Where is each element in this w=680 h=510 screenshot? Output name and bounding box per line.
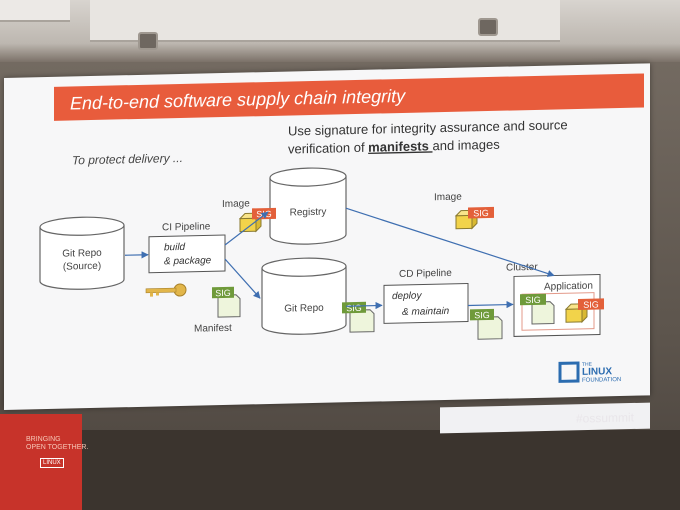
sig-badge-green <box>470 308 494 321</box>
manifest-document-icon <box>531 301 555 325</box>
ci-pipeline-box <box>148 234 226 274</box>
event-banner <box>0 414 82 510</box>
ci-box-line-1: build <box>164 242 186 253</box>
logo-small-text: THE <box>582 362 593 368</box>
manifest-document-icon <box>477 316 503 340</box>
slide-diagram: End-to-end software supply chain integri… <box>39 73 644 384</box>
registry-cylinder: Registry <box>269 167 347 245</box>
sig-badge-orange <box>468 206 494 219</box>
ceiling-panel <box>0 0 70 22</box>
key-icon <box>145 283 187 297</box>
ci-pipeline-label: CI Pipeline <box>162 221 211 233</box>
arrow-ci-to-registry <box>224 211 269 246</box>
subtitle-line-2: verification of manifests and images <box>288 137 500 157</box>
ceiling-light <box>478 18 498 36</box>
git-repo-cylinder: Git Repo <box>261 257 347 335</box>
cd-pipeline-label: CD Pipeline <box>399 268 452 280</box>
arrow-ci-to-gitrepo <box>224 258 261 299</box>
sig-text: SIG <box>474 310 490 320</box>
manifest-document-icon <box>349 309 375 333</box>
linux-foundation-logo: THE LINUX FOUNDATION <box>558 361 621 384</box>
sig-text: SIG <box>346 303 362 313</box>
application-label: Application <box>544 281 593 293</box>
cd-box-line-2: & maintain <box>402 306 450 318</box>
subtitle-prefix: verification of <box>288 140 368 157</box>
subtitle-line-1: Use signature for integrity assurance an… <box>288 117 568 138</box>
banner-text: BRINGING OPEN TOGETHER. <box>26 436 88 452</box>
git-repo-source-label-2: (Source) <box>63 261 101 273</box>
arrow-cd-to-cluster <box>468 300 514 309</box>
arrow-gitrepo-to-cd <box>346 301 383 310</box>
sig-text: SIG <box>256 209 272 219</box>
cluster-label: Cluster <box>506 262 538 274</box>
ceiling <box>0 0 680 62</box>
banner-logo: LINUX <box>40 458 64 468</box>
projection-screen: End-to-end software supply chain integri… <box>4 63 650 410</box>
logo-sub-text: FOUNDATION <box>582 377 621 384</box>
stage-floor <box>82 430 680 510</box>
event-hashtag: #ossummit <box>576 410 635 426</box>
sig-badge-green <box>520 293 546 306</box>
cd-box-line-1: deploy <box>392 291 422 303</box>
application-box <box>521 292 595 331</box>
title-bar <box>54 73 644 121</box>
ceiling-light <box>138 32 158 50</box>
git-repo-label: Git Repo <box>284 303 324 315</box>
banner-line-2: OPEN TOGETHER. <box>26 444 89 451</box>
sig-text: SIG <box>473 208 489 218</box>
ci-box-line-2: & package <box>164 255 212 267</box>
logo-main-text: LINUX <box>582 366 612 378</box>
sig-badge-green <box>342 301 366 314</box>
arrow-registry-to-cluster <box>345 207 555 277</box>
arrow-source-to-ci <box>125 251 149 259</box>
git-repo-source-label-1: Git Repo <box>62 248 102 260</box>
subtitle-suffix: and images <box>432 137 500 154</box>
protect-label: To protect delivery ... <box>72 151 183 168</box>
registry-label: Registry <box>290 207 327 219</box>
cd-pipeline-box <box>383 282 469 324</box>
image-label-right: Image <box>434 192 462 204</box>
image-label-left: Image <box>222 198 250 210</box>
sig-badge-green <box>212 286 234 299</box>
sig-text: SIG <box>215 288 231 298</box>
manifest-label: Manifest <box>194 323 232 335</box>
banner-line-1: BRINGING <box>26 436 61 443</box>
subtitle-emphasis: manifests <box>368 138 432 154</box>
sig-text: SIG <box>583 300 599 310</box>
sig-text: SIG <box>525 295 541 305</box>
git-repo-source-cylinder: Git Repo (Source) <box>39 216 125 290</box>
sig-badge-orange <box>578 298 604 310</box>
